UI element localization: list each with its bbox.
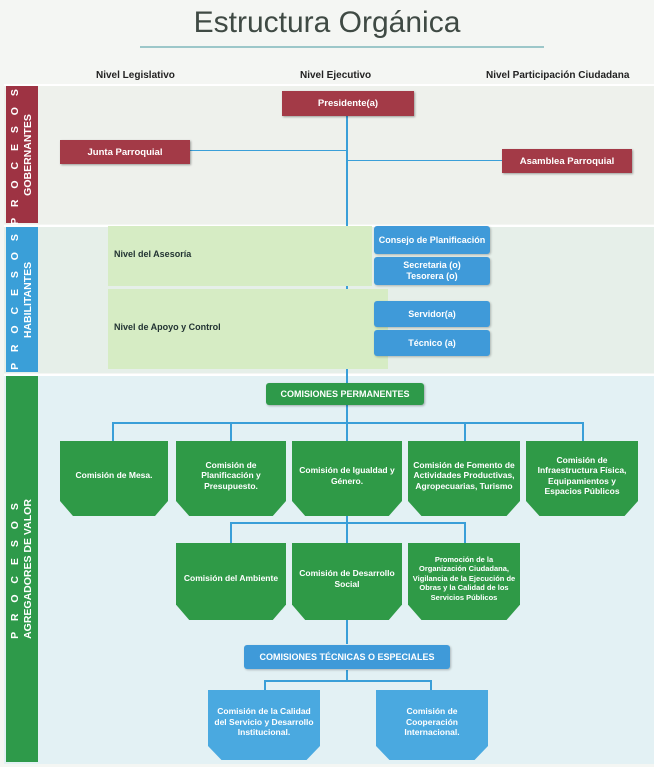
comision-calidad-servicio-box: Comisión de la Calidad del Servicio y De… <box>208 690 320 760</box>
title-underline <box>140 46 544 48</box>
connector-row2-a <box>230 522 232 543</box>
column-participacion: Nivel Participación Ciudadana <box>486 70 630 81</box>
connector-row1-d <box>464 422 466 441</box>
label-nivel-apoyo: Nivel de Apoyo y Control <box>114 322 221 332</box>
comision-infraestructura-box: Comisión de Infraestructura Física, Equi… <box>526 441 638 516</box>
comisiones-permanentes-header: COMISIONES PERMANENTES <box>266 383 424 405</box>
comision-promocion-box: Promoción de la Organización Ciudadana, … <box>408 543 520 620</box>
column-legislativo: Nivel Legislativo <box>96 70 175 81</box>
secretaria-tesorera-box: Secretaria (o)Tesorera (o) <box>374 257 490 285</box>
connector-row3-stem <box>346 670 348 682</box>
label-nivel-asesoria: Nivel del Asesoría <box>114 249 192 259</box>
connector-asamblea <box>346 160 502 161</box>
comision-desarrollo-social-box: Comisión de Desarrollo Social <box>292 543 402 620</box>
page-title: Estructura Orgánica <box>193 6 461 39</box>
comisiones-tecnicas-header: COMISIONES TÉCNICAS O ESPECIALES <box>244 645 450 669</box>
connector-junta <box>190 150 348 151</box>
comision-ambiente-box: Comisión del Ambiente <box>176 543 286 620</box>
connector-row1-c <box>346 404 348 441</box>
connector-row3-horizontal <box>264 680 432 682</box>
consejo-planificacion-box: Consejo de Planificación <box>374 226 490 254</box>
connector-row3-a <box>264 680 266 690</box>
connector-row1-horizontal <box>112 422 584 424</box>
connector-row1-a <box>112 422 114 441</box>
comision-fomento-box: Comisión de Fomento de Actividades Produ… <box>408 441 520 516</box>
column-ejecutivo: Nivel Ejecutivo <box>300 70 372 81</box>
panel-apoyo-control <box>108 289 388 369</box>
asamblea-parroquial-box: Asamblea Parroquial <box>502 149 632 173</box>
comision-mesa-box: Comisión de Mesa. <box>60 441 168 516</box>
comision-cooperacion-box: Comisión de Cooperación Internacional. <box>376 690 488 760</box>
junta-parroquial-box: Junta Parroquial <box>60 140 190 164</box>
connector-row1-e <box>582 422 584 441</box>
servidor-box: Servidor(a) <box>374 301 490 327</box>
presidente-box: Presidente(a) <box>282 91 414 116</box>
connector-row1-b <box>230 422 232 441</box>
connector-row2-horizontal <box>230 522 464 524</box>
tecnico-box: Técnico (a) <box>374 330 490 356</box>
comision-igualdad-box: Comisión de Igualdad y Género. <box>292 441 402 516</box>
panel-asesoria <box>108 226 372 286</box>
connector-row3-b <box>430 680 432 690</box>
connector-row2-c <box>464 522 466 543</box>
comision-planificacion-box: Comisión de Planificación y Presupuesto. <box>176 441 286 516</box>
